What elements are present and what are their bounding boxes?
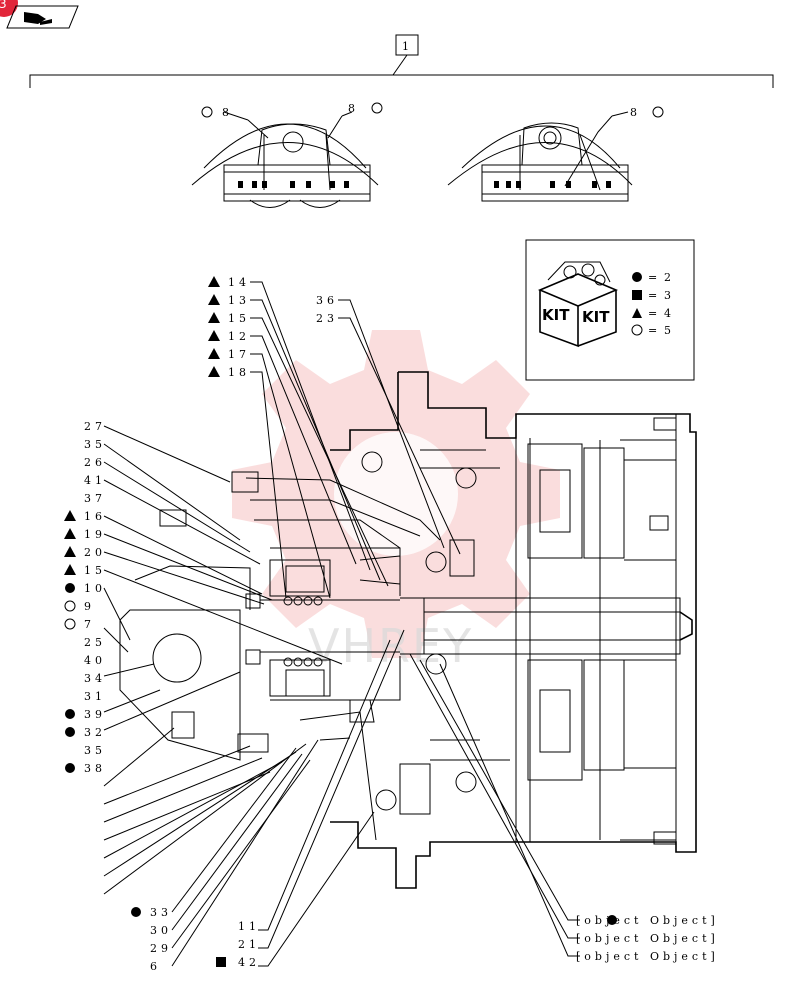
callout-bottom: 30 bbox=[150, 924, 172, 937]
callout-left: 15 bbox=[84, 564, 106, 577]
filled-triangle-icon bbox=[64, 528, 76, 539]
callouts-left: 27 35 26 41 37 16 19 20 15 10 9 7 25 40 34 31 39 32 35 38 bbox=[64, 420, 106, 775]
callout-left: 35 bbox=[84, 744, 106, 757]
open-circle-icon bbox=[631, 324, 643, 336]
filled-triangle-icon bbox=[208, 276, 220, 287]
callout-left: 39 bbox=[84, 708, 106, 721]
callout-upper-left: 12 bbox=[228, 330, 250, 343]
callout-left: 25 bbox=[84, 636, 106, 649]
callout-upper-left: 13 bbox=[228, 294, 250, 307]
filled-circle-icon bbox=[65, 727, 75, 737]
callout-bottom: 33 bbox=[150, 906, 172, 919]
kit-box-icon: KIT KIT bbox=[537, 261, 619, 348]
callout-top-2: 8 bbox=[348, 102, 359, 115]
legend-num: 5 bbox=[664, 324, 675, 337]
top-detail-view-left bbox=[191, 111, 379, 208]
legend-sep: = bbox=[648, 324, 661, 337]
legend-num: 2 bbox=[664, 271, 675, 284]
callout-left: 34 bbox=[84, 672, 106, 685]
filled-triangle-icon bbox=[64, 546, 76, 557]
callout-bottom: 42 bbox=[238, 956, 260, 969]
filled-triangle-icon bbox=[64, 510, 76, 521]
watermark-gear-icon bbox=[232, 330, 560, 658]
callout-left: 27 bbox=[84, 420, 106, 433]
leader-lines bbox=[103, 281, 580, 967]
callout-left: 37 bbox=[84, 492, 106, 505]
callout-right: [object Object] bbox=[576, 932, 719, 945]
filled-square-icon bbox=[632, 290, 642, 300]
legend-num: 3 bbox=[664, 289, 675, 302]
callout-left: 7 bbox=[84, 618, 95, 631]
callouts-bottom: 33 30 29 6 11 21 42 bbox=[131, 906, 260, 973]
filled-circle-icon bbox=[65, 583, 75, 593]
callout-bottom: 6 bbox=[150, 960, 161, 973]
callout-left: 41 bbox=[84, 474, 106, 487]
callout-left: 40 bbox=[84, 654, 106, 667]
callouts-right: [object Object] [object Object] [object Ob… bbox=[576, 914, 719, 963]
callout-upper-left: 14 bbox=[228, 276, 250, 289]
filled-triangle-icon bbox=[64, 564, 76, 575]
callout-left: 16 bbox=[84, 510, 106, 523]
filled-triangle-icon bbox=[208, 312, 220, 323]
page-badge-number: 3 bbox=[0, 0, 7, 11]
filled-triangle-icon bbox=[208, 348, 220, 359]
callout-right: [object Object] bbox=[576, 914, 719, 927]
filled-circle-icon bbox=[131, 907, 141, 917]
watermark-text: VHREY bbox=[308, 619, 473, 673]
kit-legend: KIT KIT = 2 = 3 = 4 = 5 bbox=[525, 239, 695, 381]
callouts-upper-left: 14 13 15 12 17 18 bbox=[208, 276, 250, 379]
callout-left: 35 bbox=[84, 438, 106, 451]
callout-bottom: 29 bbox=[150, 942, 172, 955]
open-circle-icon bbox=[64, 618, 76, 630]
callout-upper-left: 18 bbox=[228, 366, 250, 379]
filled-circle-icon bbox=[65, 763, 75, 773]
assembly-bracket: 1 bbox=[29, 34, 774, 88]
filled-circle-icon bbox=[607, 915, 617, 925]
callout-top-3: 8 bbox=[630, 106, 641, 119]
callout-upper-left: 17 bbox=[228, 348, 250, 361]
callout-top-1: 8 bbox=[222, 106, 233, 119]
open-circle-icon bbox=[64, 600, 76, 612]
assembly-ref-label: 1 bbox=[402, 40, 409, 53]
callout-left: 26 bbox=[84, 456, 106, 469]
filled-triangle-icon bbox=[208, 294, 220, 305]
callout-bottom: 21 bbox=[238, 938, 260, 951]
legend-num: 4 bbox=[664, 307, 675, 320]
callout-left: 20 bbox=[84, 546, 106, 559]
filled-triangle-icon bbox=[632, 308, 642, 318]
top-detail-view-right bbox=[447, 111, 633, 202]
callout-upper-left: 15 bbox=[228, 312, 250, 325]
legend-sep: = bbox=[648, 307, 661, 320]
open-circle-icon bbox=[201, 106, 213, 118]
callout-bottom: 11 bbox=[238, 920, 260, 933]
filled-triangle-icon bbox=[208, 366, 220, 377]
open-circle-icon bbox=[652, 106, 664, 118]
filled-circle-icon bbox=[632, 272, 642, 282]
open-circle-icon bbox=[371, 102, 383, 114]
callout-left: 10 bbox=[84, 582, 106, 595]
callout-left: 31 bbox=[84, 690, 106, 703]
filled-square-icon bbox=[216, 957, 226, 967]
callout-upper-mid: 36 bbox=[316, 294, 338, 307]
book-icon bbox=[6, 5, 79, 29]
legend-sep: = bbox=[648, 289, 661, 302]
callout-upper-mid: 23 bbox=[316, 312, 338, 325]
kit-word-1: KIT bbox=[542, 306, 570, 324]
motor-assembly-drawing bbox=[119, 371, 697, 889]
kit-word-2: KIT bbox=[582, 308, 610, 326]
filled-triangle-icon bbox=[208, 330, 220, 341]
callout-right: [object Object] bbox=[576, 950, 719, 963]
callout-left: 38 bbox=[84, 762, 106, 775]
legend-sep: = bbox=[648, 271, 661, 284]
callout-left: 19 bbox=[84, 528, 106, 541]
filled-circle-icon bbox=[65, 709, 75, 719]
callout-left: 32 bbox=[84, 726, 106, 739]
callout-left: 9 bbox=[84, 600, 95, 613]
